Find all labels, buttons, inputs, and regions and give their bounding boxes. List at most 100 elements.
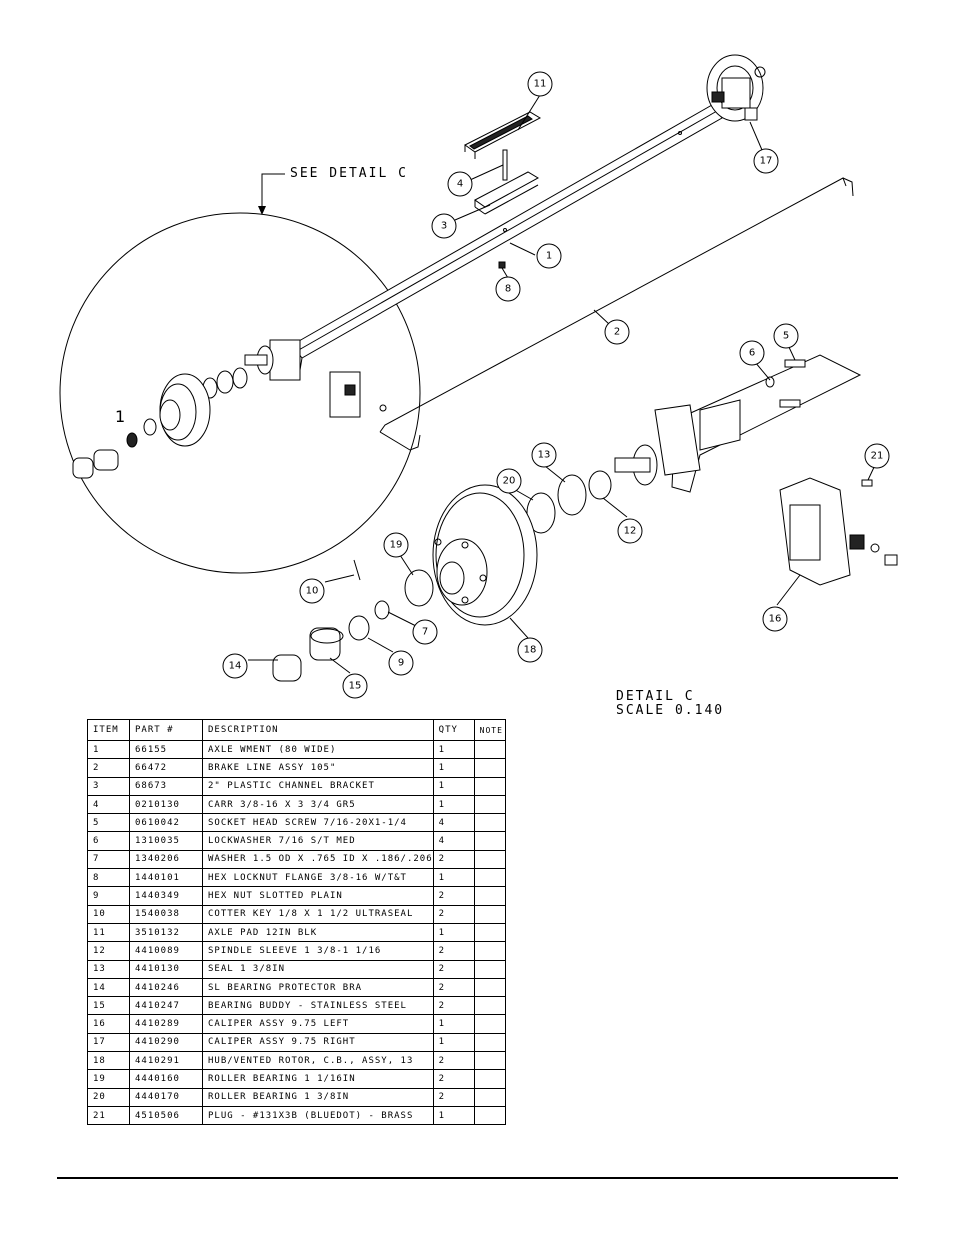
detail-bearing [216,370,234,394]
channel-bracket [474,171,540,215]
bom-cell-qty: 1 [432,1014,475,1034]
bom-cell-part: 4410289 [129,1014,203,1034]
detail-buddy [93,449,119,471]
detail-protector [72,457,94,479]
bom-cell-description: HEX LOCKNUT FLANGE 3/8-16 W/T&T [202,868,434,888]
bom-cell-description: SPINDLE SLEEVE 1 3/8-1 1/16 [202,941,434,961]
bom-cell-part: 4410089 [129,941,203,961]
detail-nut [143,418,157,436]
cotter-key-10 [353,559,361,581]
lockwasher-6 [765,376,775,388]
bom-cell-note [473,904,506,924]
bom-cell-item: 21 [87,1105,130,1126]
bom-cell-note [473,886,506,906]
bom-cell-note [473,977,506,998]
bom-cell-part: 66155 [129,739,203,760]
bom-cell-item: 4 [87,794,130,815]
bom-cell-part: 4440170 [129,1087,203,1107]
bom-cell-description: CARR 3/8-16 X 3 3/4 GR5 [202,794,434,815]
bom-cell-part: 4440160 [129,1069,203,1089]
bom-cell-part: 4410246 [129,977,203,998]
hex-nut-9 [348,615,370,641]
bom-cell-item: 18 [87,1051,130,1071]
bom-cell-part: 0210130 [129,794,203,815]
bom-cell-note [473,922,506,943]
detail-c-arrowhead [258,206,266,215]
bom-cell-note [473,1032,506,1053]
svg-text:2: 2 [614,327,620,338]
svg-text:4: 4 [457,179,463,190]
bearing-buddy-15 [309,627,344,661]
bom-cell-note [473,813,506,833]
bom-cell-item: 3 [87,776,130,796]
bom-cell-description: AXLE WMENT (80 WIDE) [202,739,434,760]
callout-16: 16 [762,606,788,632]
callout-2: 2 [604,319,630,345]
bom-cell-note [473,1087,506,1107]
callout-13: 13 [531,442,557,468]
bom-cell-item: 5 [87,813,130,833]
svg-text:14: 14 [229,661,242,672]
callout-10: 10 [299,578,325,604]
detail-rotor [159,373,211,447]
bom-cell-qty: 1 [432,758,475,778]
bom-cell-note [473,1069,506,1089]
sleeve-12 [588,470,612,500]
bom-cell-item: 13 [87,959,130,979]
bom-cell-description: COTTER KEY 1/8 X 1 1/2 ULTRASEAL [202,904,434,924]
bom-cell-part: 0610042 [129,813,203,833]
svg-text:13: 13 [538,450,551,461]
bom-cell-item: 6 [87,831,130,851]
bom-cell-note [473,849,506,870]
bom-header-note: NOTE [473,719,506,741]
bom-cell-item: 2 [87,758,130,778]
bom-cell-item: 1 [87,739,130,760]
callout-6: 6 [739,340,765,366]
bom-cell-qty: 1 [432,1105,475,1126]
callout-21: 21 [864,443,890,469]
detail-caliper [329,371,387,418]
brake-line-end-right [842,177,854,197]
bom-cell-note [473,1014,506,1034]
bom-cell-item: 14 [87,977,130,998]
bom-cell-item: 15 [87,996,130,1016]
bom-cell-note [473,776,506,796]
brake-line [379,177,847,433]
bom-cell-description: HUB/VENTED ROTOR, C.B., ASSY, 13 [202,1051,434,1071]
svg-text:8: 8 [505,284,511,295]
bom-cell-qty: 4 [432,813,475,833]
callout-20: 20 [496,468,522,494]
bom-cell-qty: 2 [432,959,475,979]
svg-text:16: 16 [769,614,782,625]
bom-cell-note [473,941,506,961]
bom-cell-note [473,831,506,851]
bom-cell-description: BRAKE LINE ASSY 105" [202,758,434,778]
bom-cell-description: CALIPER ASSY 9.75 LEFT [202,1014,434,1034]
callout-12: 12 [617,518,643,544]
detail-c-leader [261,173,285,212]
bom-cell-qty: 2 [432,904,475,924]
bom-cell-part: 1340206 [129,849,203,870]
callout-15: 15 [342,673,368,699]
detail-spindle [244,339,301,381]
bom-cell-note [473,758,506,778]
svg-text:18: 18 [524,645,537,656]
bom-cell-part: 68673 [129,776,203,796]
bom-cell-qty: 2 [432,941,475,961]
callout-7: 7 [412,619,438,645]
bom-cell-item: 7 [87,849,130,870]
bearing-19 [404,569,434,607]
bom-cell-qty: 2 [432,977,475,998]
bom-cell-item: 20 [87,1087,130,1107]
bom-cell-part: 4510506 [129,1105,203,1126]
bom-cell-qty: 1 [432,922,475,943]
